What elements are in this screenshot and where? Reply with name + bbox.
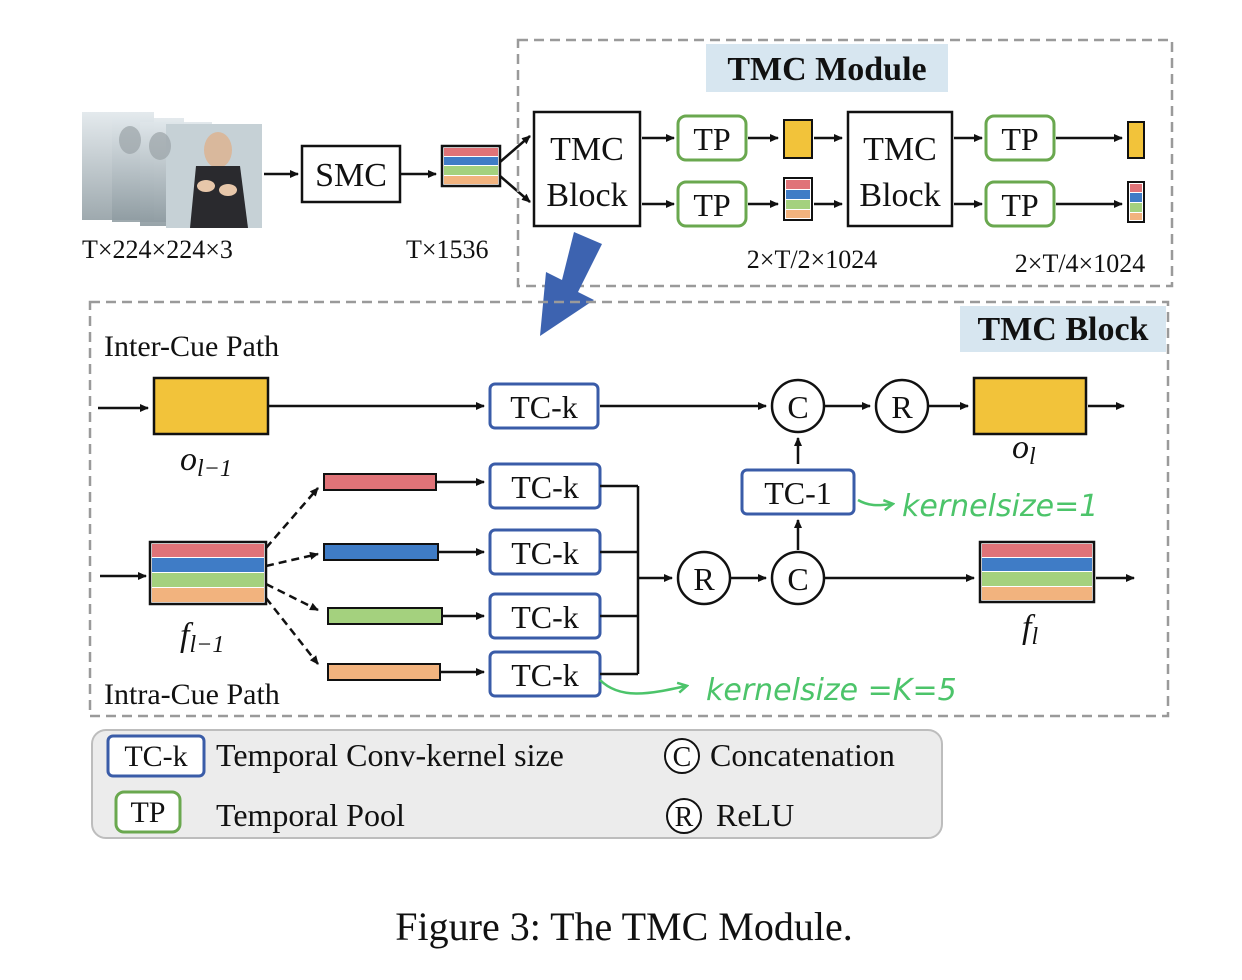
relu-node-bottom-label: R: [693, 561, 715, 597]
tmc-module-title: TMC Module: [727, 51, 926, 88]
tp-label-2a: TP: [1001, 121, 1038, 157]
tp-label-1a: TP: [693, 121, 730, 157]
sub-feature-red: [323, 473, 437, 491]
tmc-block-title-bg: [960, 306, 1166, 352]
tmc-block-2: [846, 110, 954, 228]
tc-k-inter: [488, 382, 600, 430]
kernel-1-note: kernelsize=1: [902, 489, 1098, 524]
legend-c-key: [664, 738, 700, 774]
fused-feature: [440, 144, 502, 188]
split-arrow: [265, 551, 319, 568]
split-arrow: [265, 487, 319, 549]
figure-caption: Figure 3: The TMC Module.: [395, 904, 852, 949]
tmc-module-frame: [516, 38, 1174, 288]
inter-cue-path-label: Inter-Cue Path: [104, 330, 279, 363]
tc-1-box: [740, 468, 856, 516]
sub-feature-blue: [323, 543, 439, 561]
intra-feature-half: [783, 177, 813, 221]
tc-k-inter-label: TC-k: [510, 389, 578, 425]
sub-feature-green: [327, 607, 443, 625]
tp-label-1b: TP: [693, 187, 730, 223]
kernel-k-note-arrow: [599, 679, 686, 695]
legend-panel: [91, 729, 943, 839]
tc-k-intra-1-label: TC-k: [511, 469, 579, 505]
tp-box-1b: [676, 180, 748, 228]
tc-k-intra-2-label: TC-k: [511, 535, 579, 571]
arrow: [499, 135, 531, 163]
tc-k-intra-4-label: TC-k: [511, 657, 579, 693]
inter-feature-quarter: [1127, 121, 1145, 159]
tmc-block-2-line2: Block: [859, 177, 940, 214]
o-prev-feature: [152, 376, 270, 436]
f-prev-feature: [148, 540, 268, 606]
legend-r-key-label: R: [675, 802, 694, 833]
o-prev-label: ol−1: [180, 441, 232, 482]
split-arrow: [265, 582, 319, 612]
tc-k-intra-3-label: TC-k: [511, 599, 579, 635]
merge-lines: [600, 484, 640, 676]
tmc-block-1-line2: Block: [546, 177, 627, 214]
legend-r-key: [666, 798, 702, 834]
tp-box-1a: [676, 114, 748, 162]
sub-feature-orange: [327, 663, 441, 681]
intra-cue-path-label: Intra-Cue Path: [104, 678, 280, 711]
video-frames: [82, 112, 262, 228]
tc-1-label: TC-1: [764, 475, 832, 511]
tp-box-2a: [984, 114, 1056, 162]
legend-tp-desc: Temporal Pool: [216, 797, 405, 833]
relu-node-top-label: R: [891, 389, 913, 425]
concat-node-bottom-label: C: [787, 561, 808, 597]
kernel-1-note-arrow: [857, 498, 892, 505]
legend-c-key-label: C: [673, 742, 692, 773]
tmc-block-1-line1: TMC: [550, 131, 624, 168]
f-next-label: fl: [1022, 609, 1038, 650]
legend-tck-desc: Temporal Conv-kernel size: [216, 737, 564, 773]
zoom-arrow: [540, 232, 602, 336]
legend-r-desc: ReLU: [716, 797, 794, 833]
concat-node-top-label: C: [787, 389, 808, 425]
o-next-label: ol: [1012, 429, 1036, 470]
inter-feature-half: [783, 119, 813, 159]
tmc-block-frame: [88, 300, 1170, 718]
shape-half-label: 2×T/2×1024: [747, 245, 877, 274]
f-next-feature: [978, 540, 1096, 604]
tmc-block-title: TMC Block: [978, 311, 1149, 348]
tmc-block-1: [532, 110, 642, 228]
feature-shape-label: T×1536: [406, 235, 489, 264]
legend-tp-key-label: TP: [130, 796, 165, 829]
shape-quarter-label: 2×T/4×1024: [1015, 249, 1145, 278]
input-shape-label: T×224×224×3: [82, 235, 233, 264]
intra-feature-quarter: [1127, 181, 1145, 223]
kernel-k-note: kernelsize =K=5: [706, 673, 957, 708]
legend-tck-key: [106, 734, 206, 778]
tp-box-2b: [984, 180, 1056, 228]
legend-tck-key-label: TC-k: [124, 740, 187, 773]
arrow: [499, 175, 531, 203]
o-next-feature: [972, 376, 1088, 436]
legend-c-desc: Concatenation: [710, 737, 895, 773]
tmc-module-title-bg: [706, 44, 948, 92]
f-prev-label: fl−1: [180, 617, 224, 658]
tp-label-2b: TP: [1001, 187, 1038, 223]
tmc-block-2-line1: TMC: [863, 131, 937, 168]
smc-label: SMC: [315, 157, 387, 194]
legend-tp-key: [114, 790, 182, 834]
split-arrow: [265, 597, 319, 665]
